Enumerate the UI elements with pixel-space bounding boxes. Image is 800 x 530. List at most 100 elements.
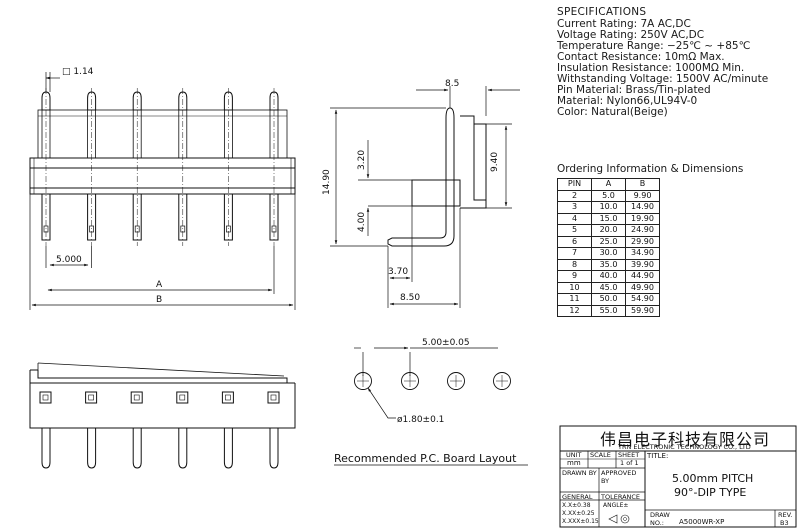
drawing-title-line-2: 90°-DIP TYPE	[674, 486, 747, 499]
spec-line: Color: Natural(Beige)	[557, 106, 668, 118]
drawn-by-label: DRAWN BY	[562, 469, 597, 477]
table-header: A	[591, 178, 626, 191]
table-cell: 4	[557, 212, 592, 225]
sheet-value: 1 of 1	[620, 459, 639, 467]
unit-label: UNIT	[566, 451, 582, 459]
angle-label: ANGLE±	[603, 502, 629, 509]
table-header: PIN	[557, 178, 592, 191]
table-cell: 19.90	[625, 212, 660, 225]
pcb-hole-label: ø1.80±0.1	[397, 415, 444, 425]
no-label: NO.:	[650, 519, 664, 527]
table-cell: 5	[557, 224, 592, 237]
table-cell: 7	[557, 247, 592, 260]
table-cell: 50.0	[591, 293, 626, 306]
table-cell: 20.0	[591, 224, 626, 237]
table-cell: 12	[557, 304, 592, 317]
spec-line: Temperature Range: −25℃ ~ +85℃	[557, 40, 751, 52]
draw-label: DRAW	[650, 511, 670, 519]
table-cell: 24.90	[625, 224, 660, 237]
table-cell: 45.0	[591, 281, 626, 294]
table-cell: 11	[557, 293, 592, 306]
side-view	[330, 86, 520, 308]
side-right-height: 9.40	[490, 152, 500, 172]
tolerance-2: X.XX±0.25	[562, 510, 595, 517]
spec-line: Current Rating: 7A AC,DC	[557, 18, 691, 30]
scale-label: SCALE	[590, 451, 611, 459]
table-cell: 35.0	[591, 258, 626, 271]
side-lower-height: 4.00	[357, 212, 367, 232]
table-cell: 34.90	[625, 247, 660, 260]
table-cell: 44.90	[625, 270, 660, 283]
unit-value: mm	[567, 459, 581, 467]
side-foot-offset: 3.70	[388, 267, 408, 277]
approved-by-label: APPROVED BY	[601, 469, 637, 485]
rev-value: B3	[780, 519, 789, 527]
tolerance-1: X.X±0.38	[562, 502, 591, 509]
side-upper-height: 3.20	[357, 150, 367, 170]
table-cell: 40.0	[591, 270, 626, 283]
table-cell: 10	[557, 281, 592, 294]
table-header-row: PIN A B	[557, 178, 660, 191]
dim-a-label: A	[156, 280, 163, 290]
table-cell: 9.90	[625, 189, 660, 202]
front-view	[29, 72, 296, 310]
bottom-view-pins	[39, 391, 280, 469]
spec-line: Contact Resistance: 10mΩ Max.	[557, 51, 725, 63]
specifications-title: SPECIFICATIONS	[557, 6, 647, 18]
company-name-cn: 伟昌电子科技有限公司	[600, 430, 771, 449]
side-top-width: 8.5	[445, 79, 459, 89]
pcb-layout	[334, 346, 528, 466]
table-cell: 6	[557, 235, 592, 248]
table-cell: 55.0	[591, 304, 626, 317]
spec-line: Insulation Resistance: 1000MΩ Min.	[557, 62, 745, 74]
table-cell: 2	[557, 189, 592, 202]
dim-b-label: B	[156, 295, 162, 305]
table-cell: 54.90	[625, 293, 660, 306]
tolerance-3: X.XXX±0.15	[562, 518, 599, 525]
drawing-title-line-1: 5.00mm PITCH	[672, 472, 754, 485]
drawing-number: A5000WR-XP	[679, 518, 725, 526]
spec-line: Pin Material: Brass/Tin-plated	[557, 84, 711, 96]
spec-line: Withstanding Voltage: 1500V AC/minute	[557, 73, 769, 85]
table-cell: 49.90	[625, 281, 660, 294]
bottom-view	[29, 362, 296, 469]
ordering-title: Ordering Information & Dimensions	[557, 163, 744, 175]
table-cell: 9	[557, 270, 592, 283]
spec-line: Voltage Rating: 250V AC,DC	[557, 29, 705, 41]
pcb-pitch-label: 5.00±0.05	[422, 338, 470, 348]
table-cell: 3	[557, 201, 592, 214]
rev-label: REV.	[778, 511, 793, 519]
table-cell: 8	[557, 258, 592, 271]
table-cell: 29.90	[625, 235, 660, 248]
company-name-en: TRN ELECTRONIC TECHNOLOGY CO., LTD	[618, 443, 751, 451]
sheet-label: SHEET	[618, 451, 640, 459]
table-cell: 59.90	[625, 304, 660, 317]
pin-square-label: □ 1.14	[62, 67, 94, 77]
pcb-holes	[354, 372, 511, 390]
table-cell: 10.0	[591, 201, 626, 214]
table-cell: 39.90	[625, 258, 660, 271]
table-cell: 30.0	[591, 247, 626, 260]
front-view-pins	[41, 88, 279, 246]
front-view-body	[29, 157, 296, 195]
table-cell: 14.90	[625, 201, 660, 214]
side-base-width: 8.50	[400, 293, 420, 303]
general-label: GENERAL	[562, 493, 593, 501]
tolerance-label: TOLERANCE	[601, 493, 641, 501]
spec-line: Material: Nylon66,UL94V-0	[557, 95, 698, 107]
title-label: TITLE:	[647, 452, 669, 460]
pitch-label: 5.000	[56, 255, 82, 265]
